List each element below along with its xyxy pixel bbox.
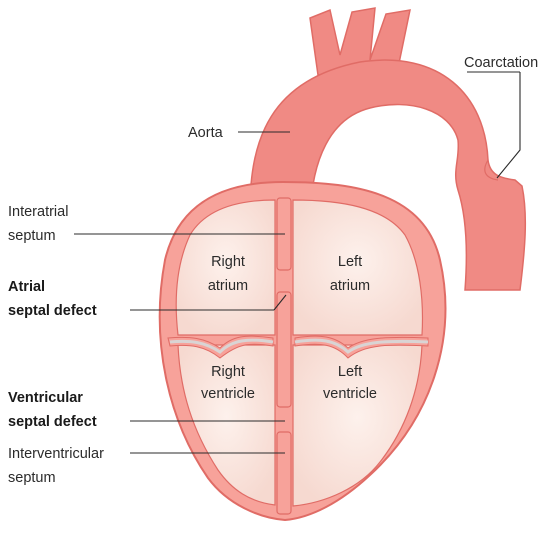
label-aorta: Aorta: [188, 125, 224, 141]
label-right-ventricle-line2: ventricle: [201, 386, 255, 402]
label-right-ventricle-line1: Right: [211, 364, 245, 380]
interventricular-septum-lower: [277, 432, 291, 514]
label-interatrial-line2: septum: [8, 228, 56, 244]
label-interventricular-line1: Interventricular: [8, 446, 104, 462]
label-left-atrium-line2: atrium: [330, 278, 370, 294]
label-right-atrium-line2: atrium: [208, 278, 248, 294]
label-left-atrium-line1: Left: [338, 254, 362, 270]
septum: [277, 198, 291, 514]
label-interatrial-line1: Interatrial: [8, 204, 68, 220]
label-asd-line1: Atrial: [8, 279, 45, 295]
label-vsd-line2: septal defect: [8, 414, 97, 430]
label-left-ventricle-line2: ventricle: [323, 386, 377, 402]
label-left-ventricle-line1: Left: [338, 364, 362, 380]
label-interventricular-line2: septum: [8, 470, 56, 486]
label-vsd-line1: Ventricular: [8, 390, 83, 406]
label-asd-line2: septal defect: [8, 303, 97, 319]
label-right-atrium-line1: Right: [211, 254, 245, 270]
septum-middle: [277, 292, 291, 407]
label-coarctation: Coarctation: [464, 55, 538, 71]
